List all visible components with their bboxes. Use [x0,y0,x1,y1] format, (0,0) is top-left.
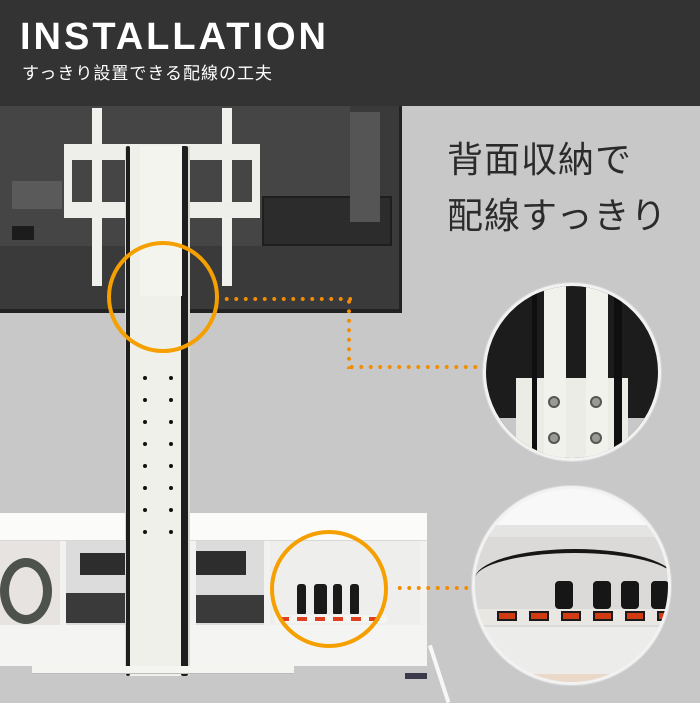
header-subtitle: すっきり設置できる配線の工夫 [22,64,273,84]
tv-side-ports [350,112,380,222]
callout-line-2: 配線すっきり [447,196,668,237]
connector-dots [347,365,485,369]
connector-dots [395,586,471,590]
cable-left [126,146,130,676]
tv-label-small [12,226,34,240]
connector-dots [222,297,352,301]
vesa-rail-right [222,108,232,286]
zoom-circle-pole-detail [483,283,661,461]
cabinet-leg [405,673,427,679]
vesa-bracket-side-left [64,144,72,218]
power-cord [428,644,451,703]
connector-dots [347,297,351,369]
zoom-circle-power-strip [472,486,671,685]
vesa-rail-left [92,108,102,286]
header-banner: INSTALLATION すっきり設置できる配線の工夫 [0,0,700,106]
av-device [80,553,128,575]
vesa-bracket-side-right [252,144,260,218]
cable-bundle-right [181,146,188,676]
callout-heading: 背面収納で 配線すっきり [447,133,668,245]
av-receiver [66,593,128,623]
highlight-ring-pole [107,241,219,353]
stand-foot [32,666,294,674]
coiled-cable [0,558,52,624]
product-photo: 背面収納で 配線すっきり [0,106,700,703]
av-device-right [196,551,246,575]
callout-line-1: 背面収納で [447,140,633,181]
header-title: INSTALLATION [20,16,329,58]
tv-spec-label [12,181,62,209]
cabinet-top [0,513,427,541]
av-receiver-right [196,595,264,623]
highlight-ring-strip [270,530,388,648]
